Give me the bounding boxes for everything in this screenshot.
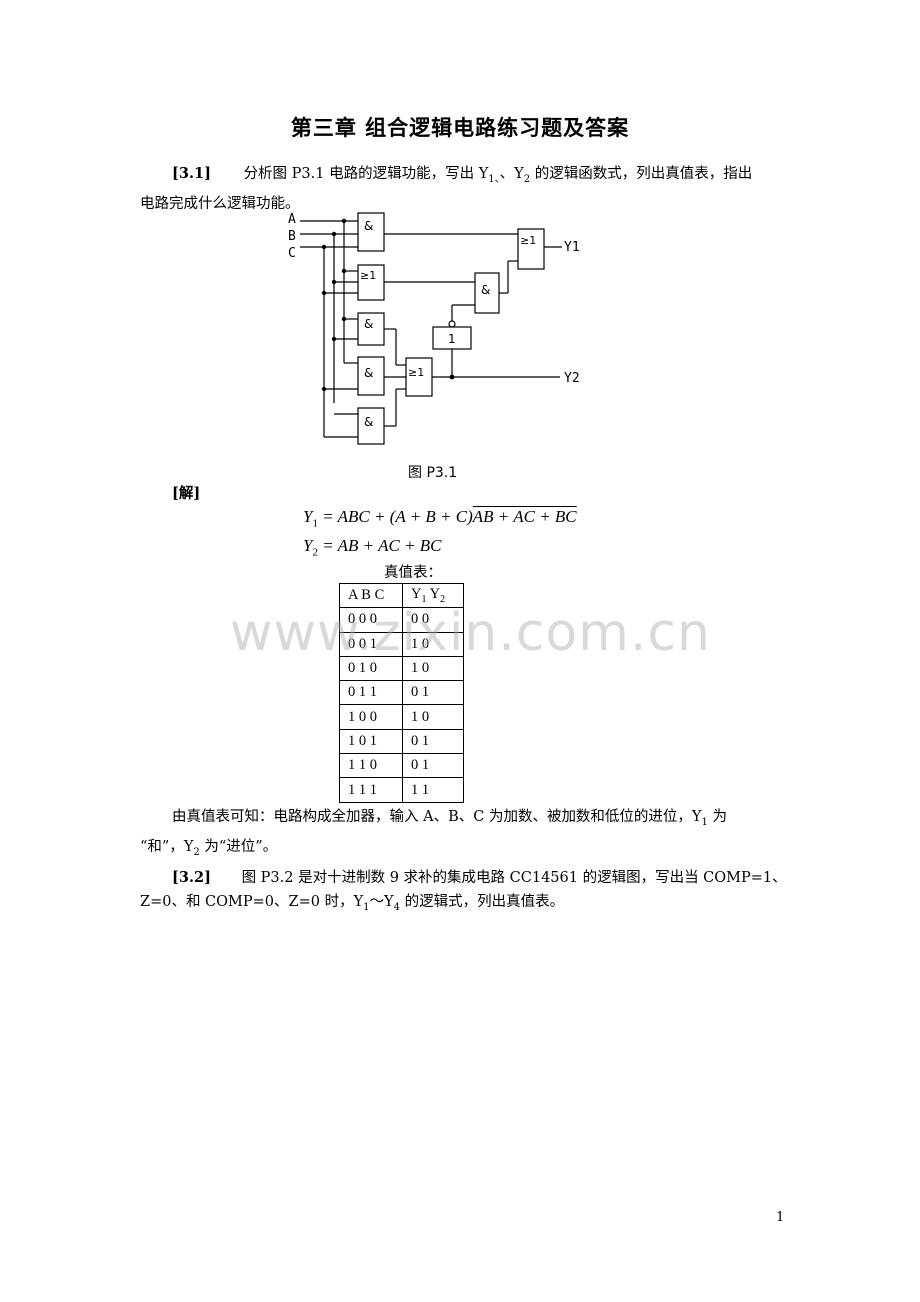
conclusion-text: “和”，Y xyxy=(140,838,194,855)
and-gate-label: & xyxy=(364,415,373,429)
truth-table-title: 真值表： xyxy=(384,565,442,581)
eq-overline-term: AB + AC + BC xyxy=(472,507,577,526)
and-gate-label: & xyxy=(481,283,490,297)
or-gate-label: ≥1 xyxy=(520,234,536,247)
problem-number: [3.2] xyxy=(172,869,211,886)
table-cell: 0 0 0 xyxy=(339,607,403,633)
problem-text: 的逻辑式，列出真值表。 xyxy=(399,894,565,910)
equation-y1: Y1 = ABC + (A + B + C)AB + AC + BC xyxy=(303,507,577,529)
table-cell: 0 1 xyxy=(402,728,464,755)
subscript: 1 xyxy=(363,901,370,913)
eq-rhs: = AB + AC + BC xyxy=(317,536,442,555)
table-cell: 0 0 1 xyxy=(339,631,403,657)
header-sub: 1 xyxy=(421,594,427,606)
table-cell: 0 1 xyxy=(402,680,464,706)
output-y1-label: Y1 xyxy=(564,240,580,255)
input-a-label: A xyxy=(288,212,296,227)
table-cell: 1 0 xyxy=(402,655,464,682)
problem-3-2-statement: [3.2] 图 P3.2 是对十进制数 9 求补的集成电路 CC14561 的逻… xyxy=(140,866,790,920)
circuit-diagram: A B C xyxy=(288,212,580,445)
solution-label: [解] xyxy=(172,485,201,502)
table-cell: 1 0 xyxy=(402,704,464,730)
or-gate-label: ≥1 xyxy=(408,366,424,379)
header-y: Y xyxy=(426,586,441,603)
subscript: 2 xyxy=(193,846,200,858)
or-gate-label: ≥1 xyxy=(360,269,376,282)
subscript: 1、 xyxy=(488,173,500,185)
and-gate-label: & xyxy=(364,366,373,380)
not-gate-label: 1 xyxy=(448,332,456,346)
input-c-label: C xyxy=(288,246,296,261)
table-cell: 0 0 xyxy=(402,607,464,633)
conclusion-text: 由真值表可知：电路构成全加器，输入 A、B、C 为加数、被加数和低位的进位，Y xyxy=(172,809,702,825)
output-y2-label: Y2 xyxy=(564,371,580,386)
eq-sub: 1 xyxy=(312,517,318,530)
subscript: 1 xyxy=(701,816,708,828)
table-cell: 1 1 1 xyxy=(339,777,403,803)
figure-caption: 图 P3.1 xyxy=(408,465,458,481)
eq-rhs: = ABC + (A + B + C) xyxy=(317,507,473,526)
table-cell: 0 1 0 xyxy=(339,655,403,682)
conclusion-text: 为“进位”。 xyxy=(199,838,278,855)
table-cell: 1 0 1 xyxy=(339,728,403,755)
solution-conclusion: 由真值表可知：电路构成全加器，输入 A、B、C 为加数、被加数和低位的进位，Y1… xyxy=(140,805,790,865)
problem-number: [3.1] xyxy=(172,165,211,182)
conclusion-text: 为 xyxy=(707,809,727,825)
page-number: 1 xyxy=(776,1210,785,1225)
eq-lhs: Y xyxy=(303,536,313,555)
problem-text: 图 P3.2 是对十进制数 9 求补的集成电路 CC14561 的逻辑图，写出当… xyxy=(241,870,787,886)
problem-text: 分析图 P3.1 电路的逻辑功能，写出 Y xyxy=(243,166,489,182)
subscript: 4 xyxy=(393,901,400,913)
header-inputs: A B C xyxy=(339,582,403,609)
table-cell: 0 1 xyxy=(402,753,464,779)
table-cell: 1 1 0 xyxy=(339,753,403,779)
table-cell: 0 1 1 xyxy=(339,680,403,706)
problem-text: 的逻辑函数式，列出真值表，指出 xyxy=(530,166,753,182)
problem-text: Z=0、和 COMP=0、Z=0 时，Y xyxy=(140,894,364,910)
input-b-label: B xyxy=(288,229,296,244)
problem-text: 、Y xyxy=(499,166,524,182)
and-gate-label: & xyxy=(364,317,373,331)
equation-y2: Y2 = AB + AC + BC xyxy=(303,536,441,558)
page-title: 第三章 组合逻辑电路练习题及答案 xyxy=(290,116,630,140)
table-cell: 1 0 xyxy=(402,631,464,657)
header-sub: 2 xyxy=(440,594,446,606)
eq-lhs: Y xyxy=(303,507,313,526)
eq-sub: 2 xyxy=(312,546,318,559)
watermark: www.zixin.com.cn xyxy=(230,603,711,663)
problem-text: 电路完成什么逻辑功能。 xyxy=(140,195,300,212)
table-cell: 1 1 xyxy=(402,777,464,803)
subscript: 2 xyxy=(523,173,531,185)
problem-3-1-statement: [3.1] 分析图 P3.1 电路的逻辑功能，写出 Y1、、Y2 的逻辑函数式，… xyxy=(140,162,790,216)
problem-text: ～Y xyxy=(369,894,394,910)
table-cell: 1 0 0 xyxy=(339,704,403,730)
table-header-row: A B C Y1 Y2 xyxy=(339,582,464,609)
header-y: Y xyxy=(411,586,422,603)
and-gate-label: & xyxy=(364,219,373,233)
